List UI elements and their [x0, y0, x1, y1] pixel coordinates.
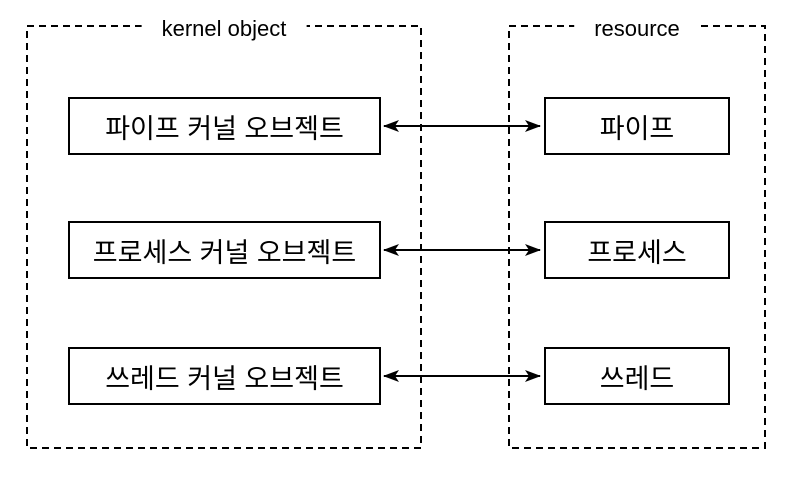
resource-group-border: [508, 25, 766, 449]
group-label-resource: resource: [574, 15, 700, 43]
node-pipe-kernel-object: 파이프 커널 오브젝트: [68, 97, 381, 155]
node-process-kernel-object: 프로세스 커널 오브젝트: [68, 221, 381, 279]
node-pipe-resource: 파이프: [544, 97, 730, 155]
node-process-resource: 프로세스: [544, 221, 730, 279]
node-thread-kernel-object: 쓰레드 커널 오브젝트: [68, 347, 381, 405]
node-thread-resource: 쓰레드: [544, 347, 730, 405]
group-label-kernel-object: kernel object: [141, 15, 307, 43]
